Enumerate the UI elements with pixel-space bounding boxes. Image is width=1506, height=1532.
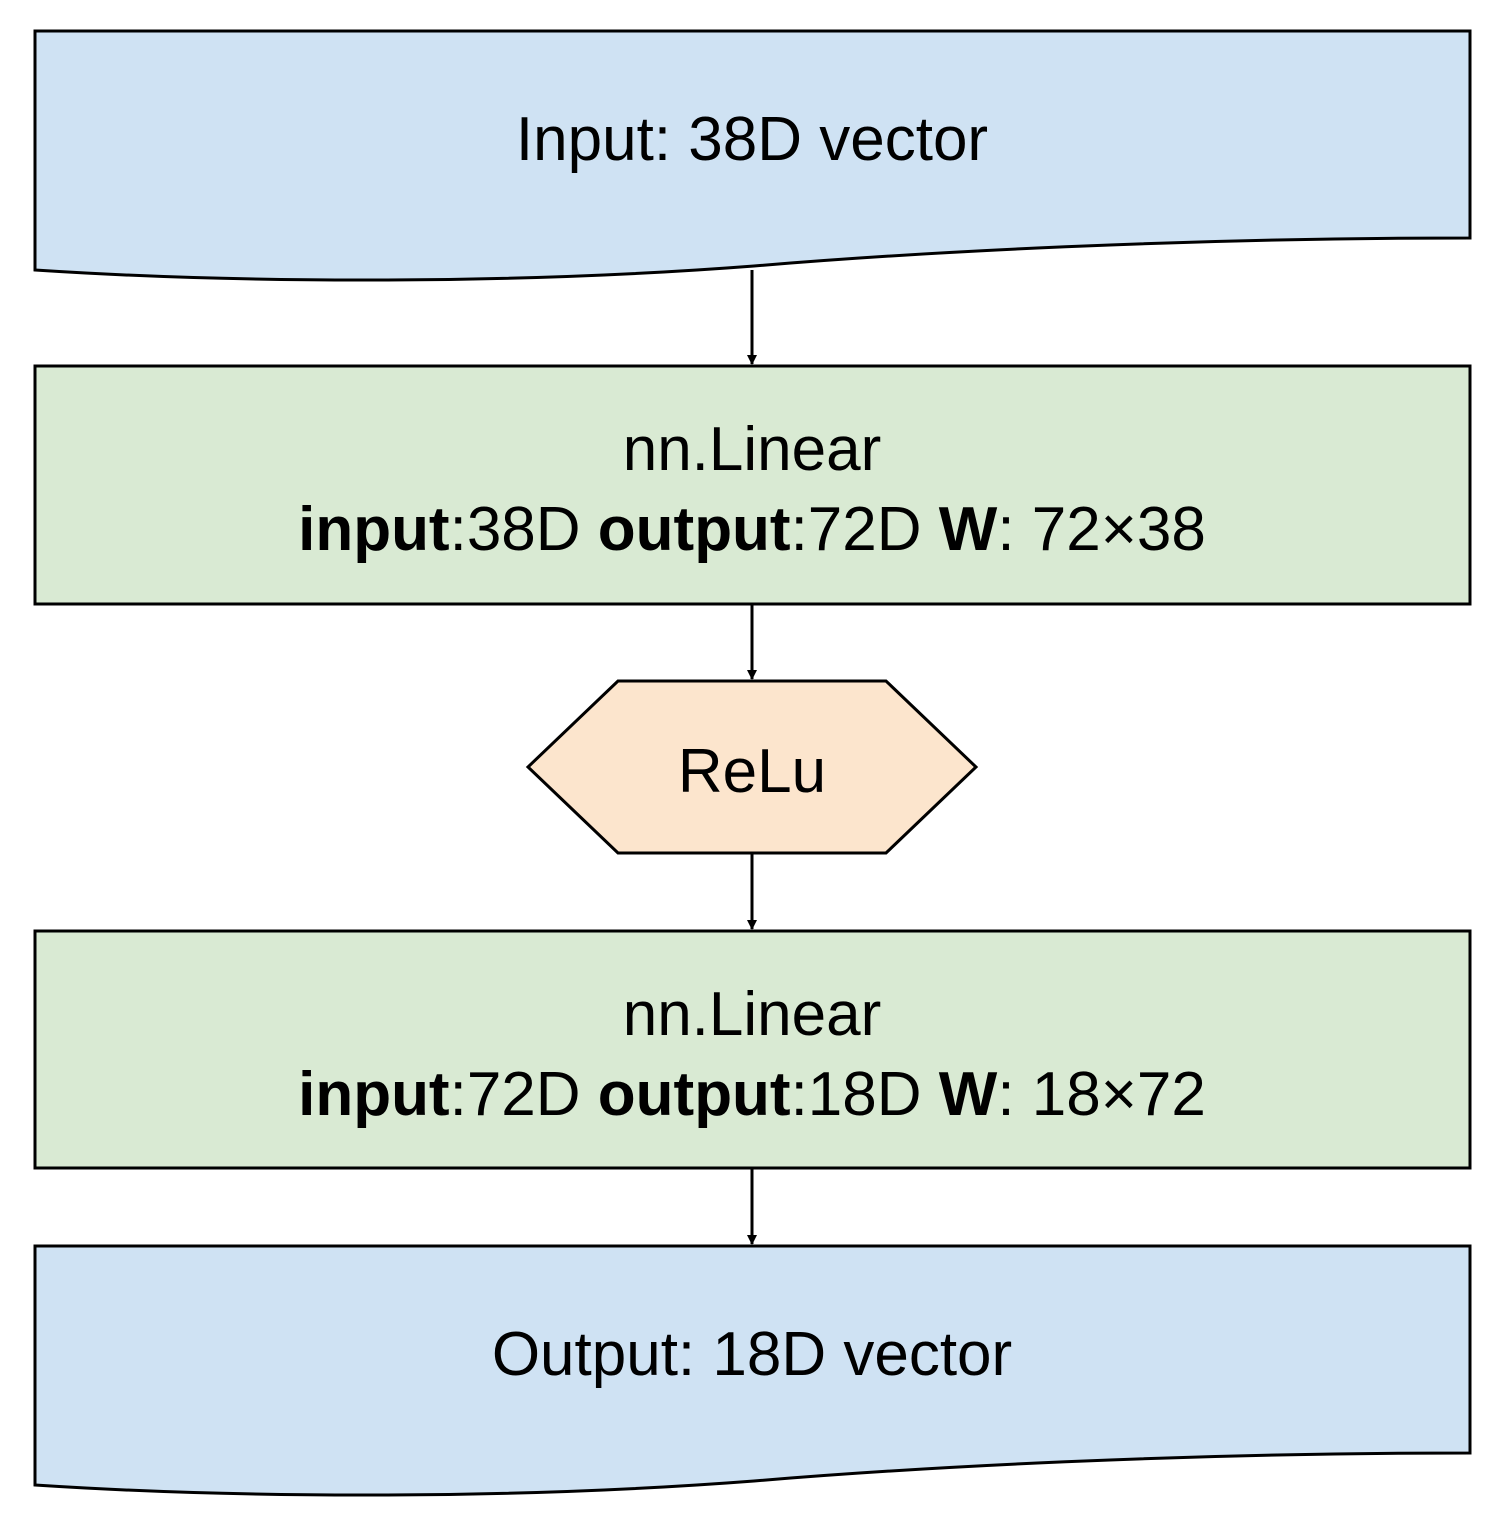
linear2-params: input:72D output:18D W: 18×72 — [298, 1060, 1206, 1129]
input-node-label: Input: 38D vector — [516, 105, 988, 174]
linear1-output-key: output — [598, 495, 791, 564]
linear2-node: nn.Linear input:72D output:18D W: 18×72 — [33, 929, 1472, 1170]
relu-node: ReLu — [525, 679, 979, 855]
linear2-node-shape — [33, 929, 1472, 1170]
linear1-node: nn.Linear input:38D output:72D W: 72×38 — [33, 364, 1472, 606]
output-node-shape — [33, 1244, 1472, 1497]
input-node: Input: 38D vector — [33, 29, 1472, 282]
output-node: Output: 18D vector — [33, 1244, 1472, 1497]
linear1-title: nn.Linear — [623, 415, 882, 484]
linear1-weight-key: W — [939, 495, 998, 564]
linear1-params: input:38D output:72D W: 72×38 — [298, 495, 1206, 564]
relu-node-shape — [525, 679, 979, 855]
linear2-input-value: :72D — [450, 1060, 598, 1129]
linear2-output-key: output — [598, 1060, 791, 1129]
linear2-weight-key: W — [939, 1060, 998, 1129]
relu-node-label: ReLu — [678, 737, 826, 806]
linear2-output-value: :18D — [791, 1060, 939, 1129]
output-node-label: Output: 18D vector — [492, 1320, 1012, 1389]
linear2-title: nn.Linear — [623, 980, 882, 1049]
input-node-shape — [33, 29, 1472, 282]
linear2-input-key: input — [298, 1060, 450, 1129]
linear1-node-shape — [33, 364, 1472, 606]
linear1-input-key: input — [298, 495, 450, 564]
linear1-output-value: :72D — [791, 495, 939, 564]
linear1-weight-value: : 72×38 — [997, 495, 1206, 564]
linear1-input-value: :38D — [450, 495, 598, 564]
linear2-weight-value: : 18×72 — [997, 1060, 1206, 1129]
